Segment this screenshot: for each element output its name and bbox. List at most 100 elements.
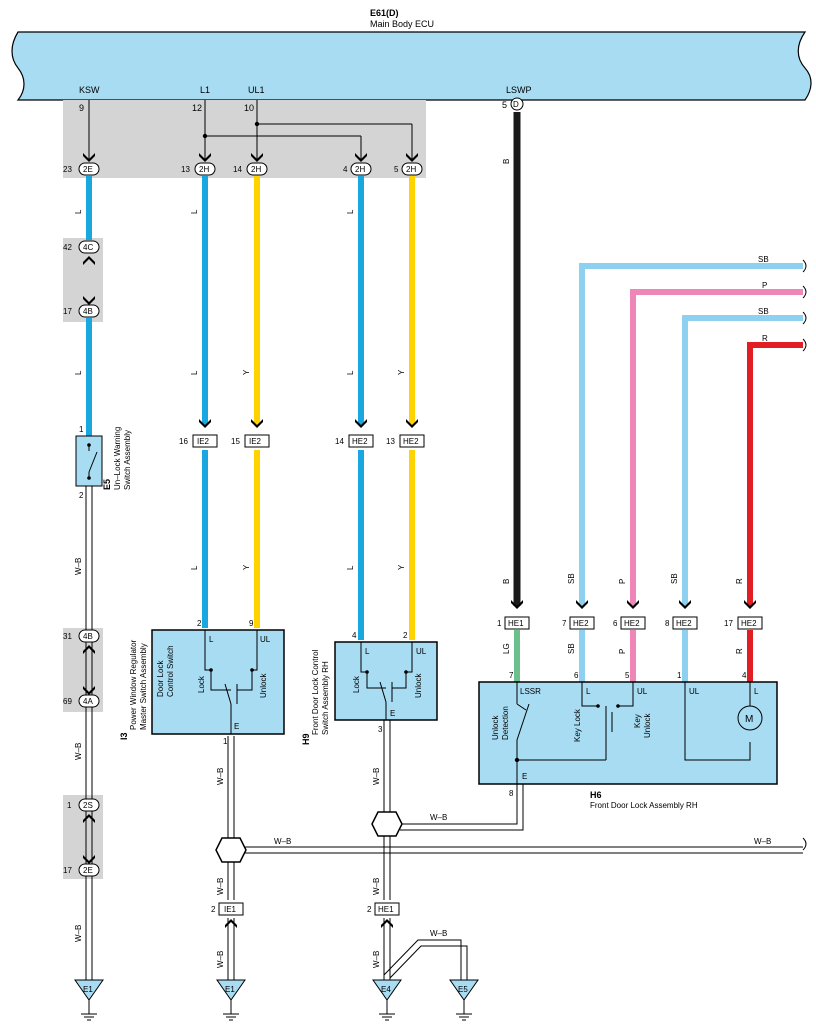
- splice-dot: [202, 133, 208, 139]
- wire-label: P: [618, 649, 627, 654]
- wire-label: B: [502, 159, 511, 164]
- i3-term-e: E: [234, 722, 239, 731]
- boxed-code: HE2: [352, 437, 368, 446]
- wire-label: L: [346, 565, 355, 570]
- wire-label: W–B: [430, 929, 447, 938]
- boxed-pin: 13: [386, 437, 395, 446]
- connector-code: 2H: [199, 165, 209, 174]
- ecu-pin-lswp-connector: [510, 97, 524, 111]
- h6-key-lock: Key Lock: [573, 708, 582, 742]
- boxed-code: HE1: [508, 619, 524, 628]
- boxed-pin: 16: [179, 437, 188, 446]
- ecu-title: E61(D) Main Body ECU: [370, 8, 434, 30]
- h6-pin-ul1: 5: [625, 671, 630, 680]
- grounds: E1 E1 E4 E5: [74, 979, 479, 1021]
- h6-term-ul2: UL: [689, 687, 700, 696]
- h6-unlock-det-2: Detection: [501, 706, 510, 740]
- wire-label: W–B: [372, 951, 381, 968]
- connector-code: 4B: [83, 307, 93, 316]
- h9-name-2: Switch Assembly RH: [321, 661, 330, 735]
- wire-label: SB: [567, 573, 576, 584]
- h6-term-l1: L: [586, 687, 591, 696]
- ecu-pin-ksw-num: 9: [79, 103, 84, 113]
- boxed-code: HE2: [573, 619, 589, 628]
- wire-label: L: [346, 370, 355, 375]
- wire-label: W–B: [430, 813, 447, 822]
- boxed-code: HE2: [676, 619, 692, 628]
- h9-pin-ul: 2: [403, 631, 408, 640]
- wire-label: LG: [502, 643, 511, 654]
- connector-pin: 5: [394, 165, 399, 174]
- wire-label: L: [190, 209, 199, 214]
- connector-pin: 1: [67, 801, 72, 810]
- wire-label: SB: [567, 643, 576, 654]
- wire-p: [630, 289, 803, 606]
- boxed-pin: 14: [335, 437, 344, 446]
- boxed-pin: 17: [724, 619, 733, 628]
- wire-label: L: [346, 209, 355, 214]
- connector-pin: 42: [63, 243, 72, 252]
- wire-wb-horizontal: [244, 846, 803, 854]
- wire-label: W–B: [74, 743, 83, 760]
- h6-term-ul1: UL: [637, 687, 648, 696]
- i3-pin-ul: 9: [249, 619, 254, 628]
- i3-sub-2: Control Switch: [166, 645, 175, 697]
- wire-label: L: [190, 370, 199, 375]
- connector-code: 2H: [251, 165, 261, 174]
- ecu-pin-l1: L1: [200, 85, 210, 95]
- boxed-pin: 15: [231, 437, 240, 446]
- wire-label: W–B: [74, 558, 83, 575]
- i3-lock-label: Lock: [197, 675, 206, 693]
- i3-unlock-label: Unlock: [259, 673, 268, 698]
- connector-pin: 17: [63, 307, 72, 316]
- connector-code: 4A: [83, 697, 93, 706]
- ecu-branch-lines: [88, 100, 413, 160]
- h9-component: [334, 641, 438, 721]
- wire-wb-i3-b: [227, 918, 235, 982]
- wire-wb-h9: [383, 720, 391, 900]
- wire-label: SB: [758, 255, 769, 264]
- wire-label: Y: [242, 369, 251, 375]
- h6-term-e: E: [522, 772, 527, 781]
- h6-term-lssr: LSSR: [520, 687, 541, 696]
- h6-pin-lssr: 7: [509, 671, 514, 680]
- wire-label: P: [762, 281, 767, 290]
- wire-wb-e5: [85, 486, 93, 980]
- wire-r: [747, 342, 803, 606]
- i3-term-l: L: [209, 635, 214, 644]
- h6-pin-e: 8: [509, 789, 514, 798]
- wire-label: W–B: [216, 878, 225, 895]
- i3-code: I3: [119, 732, 129, 740]
- boxed-code: IE1: [224, 905, 237, 914]
- boxed-code: HE2: [624, 619, 640, 628]
- wire-label: R: [735, 648, 744, 654]
- wire-label: L: [190, 565, 199, 570]
- h9-code: H9: [301, 733, 311, 745]
- h6-pin-l2: 4: [742, 671, 747, 680]
- h9-name-1: Front Door Lock Control: [311, 649, 320, 735]
- ground-label: E5: [458, 985, 468, 994]
- ecu-pin-l1-num: 12: [192, 103, 202, 113]
- h9-term-l: L: [365, 647, 370, 656]
- connector-pin: 17: [63, 866, 72, 875]
- boxed-code: HE2: [741, 619, 757, 628]
- wire-label: Y: [397, 369, 406, 375]
- boxed-pin: 1: [497, 619, 502, 628]
- boxed-code: IE2: [197, 437, 210, 446]
- i3-pin-l: 2: [197, 619, 202, 628]
- splice-hex-2: [371, 811, 403, 837]
- wire-label: B: [502, 579, 511, 584]
- h9-unlock-label: Unlock: [414, 673, 423, 698]
- h9-pin-l: 4: [352, 631, 357, 640]
- connector-pin: 4: [343, 165, 348, 174]
- ecu-name: Main Body ECU: [370, 19, 435, 29]
- connector-code: 4C: [83, 243, 93, 252]
- h9-term-ul: UL: [416, 647, 427, 656]
- ground-label: E4: [381, 985, 391, 994]
- connector-code: 2S: [83, 801, 93, 810]
- h6-code: H6: [590, 790, 602, 800]
- boxed-code: HE1: [378, 905, 394, 914]
- boxed-pin: 7: [562, 619, 567, 628]
- boxed-code: HE2: [403, 437, 419, 446]
